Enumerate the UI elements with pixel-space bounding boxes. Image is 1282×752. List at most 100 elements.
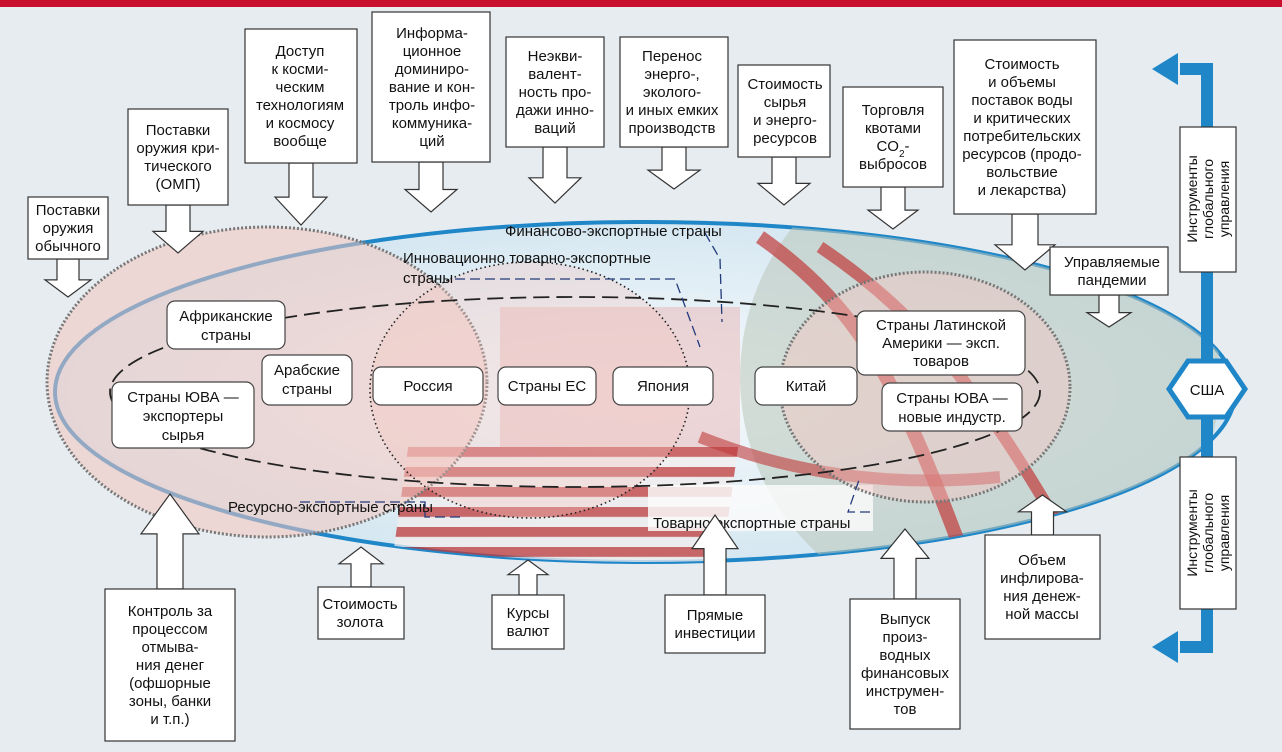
arrow-down-icon xyxy=(1084,294,1134,328)
arrow-down-icon xyxy=(646,146,702,190)
arrow-down-icon xyxy=(756,156,812,206)
instrument-label: и энерго- xyxy=(753,112,817,129)
instrument-label: поставок воды xyxy=(971,92,1072,109)
country-label: сырья xyxy=(162,427,205,444)
instrument-label: Стоимость xyxy=(322,596,397,613)
instruments-bottom-box: Инструменты глобального управления xyxy=(1179,456,1237,610)
instrument-box-frame xyxy=(984,534,1101,640)
instrument-label: обычного xyxy=(35,238,101,255)
instrument-box-frame xyxy=(127,108,229,206)
arrow-down-icon xyxy=(403,161,459,213)
instrument-label: и космосу xyxy=(266,115,335,132)
instruments-label: Инструменты xyxy=(1184,489,1200,576)
instrument-label: технологиям xyxy=(256,97,344,114)
instrument-label: оружия xyxy=(43,220,94,237)
instrument-label: Стоимость xyxy=(984,56,1059,73)
country-label: Россия xyxy=(403,378,452,395)
instrument-label: водных xyxy=(879,647,931,664)
instrument-label: валент- xyxy=(528,66,581,83)
arrow-down-icon xyxy=(273,162,329,226)
resource-label: Ресурсно-экспортные страны xyxy=(228,499,433,516)
instrument-box-frame xyxy=(619,36,729,148)
country-label: страны xyxy=(282,381,332,398)
financial-label: Финансово-экспортные страны xyxy=(505,223,722,240)
country-russia: Россия xyxy=(372,366,484,406)
instrument-label: ния денеж- xyxy=(1003,588,1081,605)
arrow-up-icon xyxy=(506,559,550,596)
instrument-label: коммуника- xyxy=(392,115,472,132)
instrument-box-frame xyxy=(953,39,1097,215)
instrument-label: энерго-, xyxy=(644,66,699,83)
instrument-label: Курсы xyxy=(507,605,550,622)
usa-hexagon: США xyxy=(1165,358,1249,420)
instrument-label: и объемы xyxy=(988,74,1056,91)
financial-leader-line xyxy=(704,232,723,323)
country-label: Япония xyxy=(637,378,689,395)
resource-leader-line xyxy=(300,501,465,518)
instrument-label: и т.п.) xyxy=(150,711,189,728)
country-label: товаров xyxy=(913,353,969,370)
country-japan: Япония xyxy=(612,366,714,406)
commodity-label: Товарно-экспортные страны xyxy=(653,515,850,532)
country-label: Африканские xyxy=(179,308,273,325)
instrument-label: Объем xyxy=(1018,552,1066,569)
country-label: Страны ЕС xyxy=(508,378,587,395)
innovation-leader-line xyxy=(455,278,701,348)
country-african: Африканские страны xyxy=(166,300,286,350)
usa-label: США xyxy=(1190,382,1225,399)
instrument-box-frame xyxy=(1049,246,1169,296)
innovation-label-line1: Инновационно товарно-экспортные xyxy=(403,250,651,267)
country-label: Арабские xyxy=(274,362,340,379)
instrument-label: Прямые xyxy=(687,607,744,624)
instrument-label: валют xyxy=(507,623,550,640)
instrument-label: квотами xyxy=(865,120,921,137)
arrow-down-icon xyxy=(43,258,93,298)
instrument-label: доминиро- xyxy=(395,61,469,78)
instrument-label: ность про- xyxy=(519,84,592,101)
country-eu: Страны ЕС xyxy=(497,366,597,406)
instruments-label: глобального xyxy=(1200,493,1216,573)
instrument-label: ресурсов (продо- xyxy=(962,146,1082,163)
arrow-head-up-icon xyxy=(1152,53,1178,85)
instrument-box-frame xyxy=(371,11,491,163)
instrument-box-frame xyxy=(849,598,961,730)
instrument-box-frame xyxy=(737,64,831,158)
country-sea-raw: Страны ЮВА — экспортеры сырья xyxy=(111,381,255,449)
instrument-label: инфлирова- xyxy=(1000,570,1084,587)
instrument-label: пандемии xyxy=(1078,272,1147,289)
instruments-label: управления xyxy=(1216,161,1232,237)
instrument-box-frame xyxy=(505,36,605,148)
instrument-box-frame xyxy=(664,594,766,654)
instrument-label: эколого- xyxy=(643,84,701,101)
instrument-label: ций xyxy=(419,133,444,150)
instrument-label: потребительских xyxy=(963,128,1081,145)
instrument-label: ваций xyxy=(534,120,576,137)
instrument-label: Торговля xyxy=(862,102,925,119)
instrument-label: вольствие xyxy=(986,164,1057,181)
arrow-down-icon xyxy=(527,146,583,204)
instrument-label: дажи инно- xyxy=(516,102,594,119)
instrument-box-frame xyxy=(842,86,944,188)
instrument-label: золота xyxy=(337,614,384,631)
instrument-box-frame xyxy=(491,594,565,650)
instrument-label: и критических xyxy=(973,110,1071,127)
instrument-label: Поставки xyxy=(146,122,211,139)
instrument-label: тического xyxy=(144,158,211,175)
instruments-label: Инструменты xyxy=(1184,155,1200,242)
instrument-box-frame xyxy=(244,28,358,164)
instrument-box-top: Неэкви-валент-ность про-дажи инно-ваций xyxy=(505,36,605,204)
country-sea-new-industrial: Страны ЮВА — новые индустр. xyxy=(881,382,1023,432)
instrument-box-frame xyxy=(27,196,109,260)
instrument-label: отмыва- xyxy=(141,639,198,656)
country-label: Страны ЮВА — xyxy=(896,390,1007,407)
instrument-label: сырья xyxy=(764,94,807,111)
instrument-label: вообще xyxy=(273,133,327,150)
